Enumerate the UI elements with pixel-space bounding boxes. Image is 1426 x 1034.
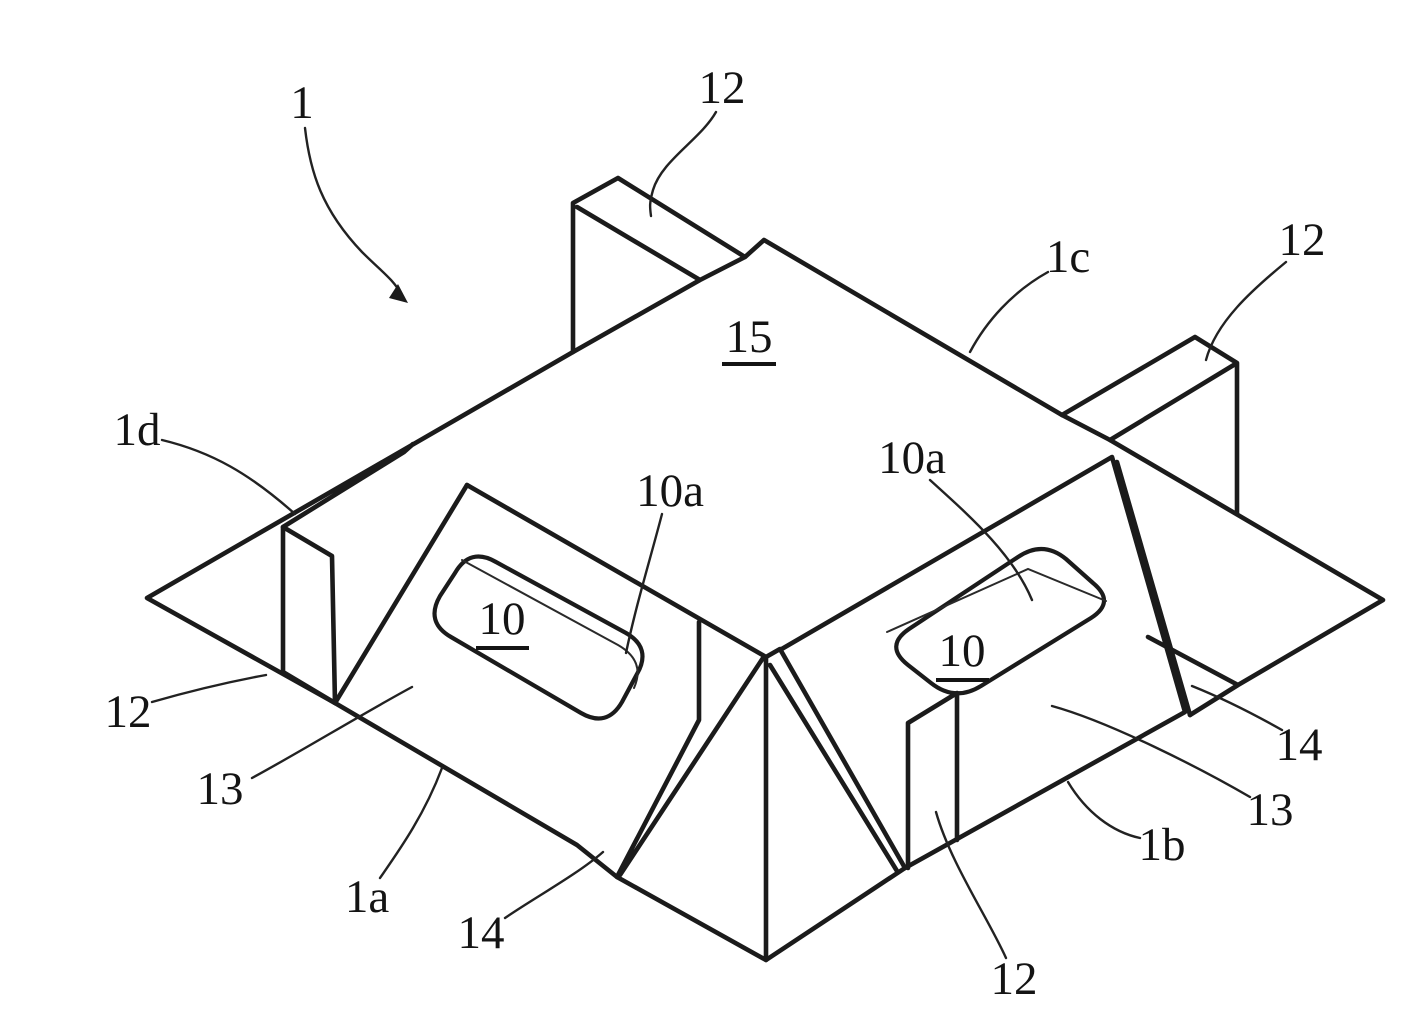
label-ref-10a-right: 10a	[878, 432, 946, 484]
leader-ref-1b	[1066, 780, 1142, 840]
label-ref-12-bottom: 12	[991, 953, 1038, 1005]
leader-ref-13-left	[250, 685, 414, 780]
leader-ref-14-right	[1190, 684, 1284, 732]
leader-ref-13-right	[1050, 704, 1252, 799]
label-ref-10a-left: 10a	[636, 465, 704, 517]
leader-ref-12-top	[648, 110, 718, 218]
center-corner-pyramid	[464, 482, 908, 963]
label-ref-14-right: 14	[1276, 719, 1323, 771]
leader-ref-1a	[378, 766, 444, 880]
label-ref-12-top: 12	[699, 62, 746, 114]
arrowhead-ref-1	[389, 284, 408, 303]
label-ref-1a: 1a	[345, 871, 390, 923]
label-ref-13-right: 13	[1247, 784, 1294, 836]
label-ref-12-right: 12	[1279, 214, 1326, 266]
label-ref-10-left: 10	[479, 593, 526, 645]
slot-10-right-inner-edge-10a	[886, 567, 1107, 633]
label-ref-15: 15	[726, 311, 773, 363]
right-wing-and-dart-14	[1107, 437, 1386, 718]
leader-ref-10a-right	[928, 478, 1034, 602]
leader-ref-12-left	[150, 673, 268, 704]
flap-12-left	[280, 524, 338, 706]
leader-ref-12-right	[1204, 260, 1288, 362]
label-ref-1d: 1d	[114, 404, 161, 456]
label-ref-12-left: 12	[105, 686, 152, 738]
label-ref-14-left: 14	[458, 907, 505, 959]
slot-10-right	[894, 546, 1107, 696]
leader-ref-12-bottom	[934, 810, 1008, 960]
label-ref-1: 1	[290, 77, 314, 129]
reference-labels: 1 12 1c 12 1d 10a 10a 15 10 10 12 13 1a …	[105, 62, 1326, 1005]
part-outline	[144, 175, 1386, 963]
edge-1d-and-left-wing	[144, 349, 576, 706]
slot-10-left-inner-edge-10a	[461, 559, 639, 689]
flap-12-top-and-edge-1c	[570, 175, 1065, 418]
leader-ref-1c	[968, 270, 1050, 354]
label-ref-13-left: 13	[197, 763, 244, 815]
label-ref-1b: 1b	[1139, 819, 1186, 871]
leader-ref-1d	[160, 438, 297, 516]
label-ref-1c: 1c	[1046, 231, 1090, 283]
label-ref-10-right: 10	[939, 625, 986, 677]
leader-ref-14-left	[503, 850, 605, 920]
leader-ref-1	[303, 126, 404, 297]
flap-12-right	[1059, 334, 1240, 516]
left-sloped-face-13	[332, 482, 620, 880]
slot-10-left	[432, 554, 645, 721]
right-sloped-face-13	[763, 454, 1193, 963]
leader-lines	[150, 110, 1288, 960]
leader-ref-10a-left	[624, 512, 664, 655]
